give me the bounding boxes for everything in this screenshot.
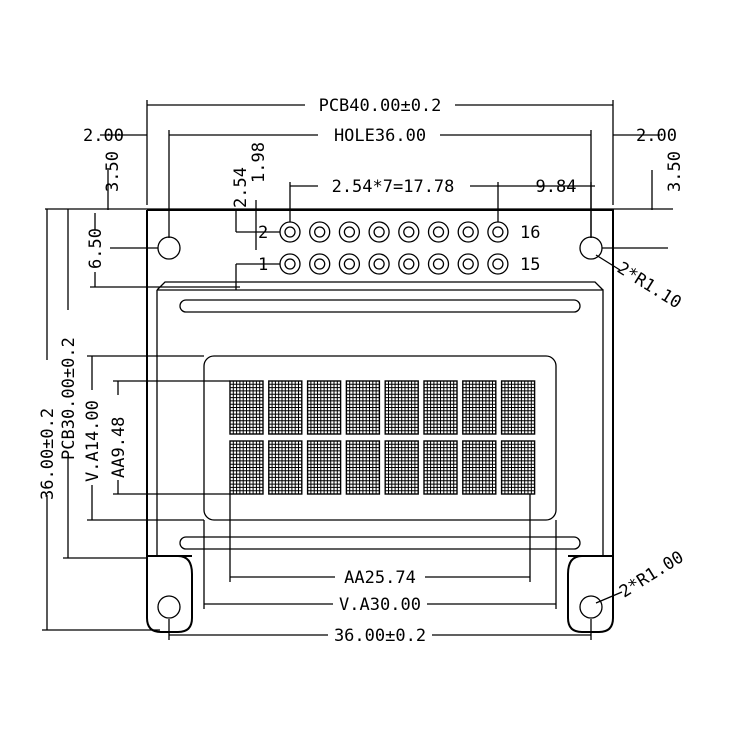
pin-pad (427, 221, 450, 243)
pcb-width-label: PCB40.00±0.2 (319, 96, 442, 116)
dimension-labels: PCB40.00±0.2 HOLE36.00 2.00 2.00 3.50 3.… (38, 96, 687, 646)
character-cell (306, 380, 342, 435)
pin-pad (309, 221, 331, 243)
pcb-height-label: PCB30.00±0.2 (59, 337, 79, 460)
character-cell (229, 380, 264, 435)
pin-pad (427, 253, 450, 275)
character-cell (268, 380, 303, 435)
character-cell (462, 380, 497, 435)
pin-hole (462, 226, 474, 238)
character-cell (500, 440, 536, 495)
pin-number-labels: 2 16 1 15 (258, 223, 540, 275)
pin-hole (373, 258, 385, 270)
hole-spacing-label: HOLE36.00 (334, 126, 426, 146)
outline-height-label: 36.00±0.2 (38, 408, 58, 500)
pin-hole (284, 226, 296, 238)
pin-hole (403, 226, 415, 238)
character-cell (423, 380, 458, 435)
hole-top-right (579, 236, 603, 260)
left-offset-label: 2.00 (83, 126, 124, 146)
pin-hole (403, 258, 415, 270)
aa-height-label: AA9.48 (109, 417, 129, 478)
bottom-slot (179, 536, 581, 550)
pin-label-16: 16 (520, 223, 540, 243)
character-cell (229, 440, 264, 495)
pin-hole (343, 226, 356, 238)
bottom-width-label: 36.00±0.2 (334, 626, 426, 646)
left-top-label: 3.50 (103, 151, 123, 192)
pin-hole (462, 258, 474, 270)
pin-pad (487, 221, 509, 243)
pin-header (279, 221, 509, 275)
pin-pad (457, 253, 479, 275)
dimension-lines (42, 100, 673, 640)
pin-pitch-label: 2.54*7=17.78 (332, 177, 455, 197)
hole-bottom-left (157, 595, 181, 619)
pin-pad (368, 221, 390, 243)
pin-hole (343, 258, 356, 270)
pin-pad (487, 253, 509, 275)
pin-hole (492, 226, 504, 238)
pin-pad (398, 221, 420, 243)
character-cell (423, 440, 458, 495)
character-cell (268, 440, 303, 495)
pin-label-15: 15 (520, 255, 540, 275)
pcb-outline (146, 209, 614, 633)
pin-pad (398, 253, 420, 275)
hole-bottom-right (579, 595, 603, 619)
pin-offset-b-label: 1.98 (249, 142, 269, 183)
va-height-label: V.A14.00 (83, 400, 103, 482)
aa-width-label: AA25.74 (344, 568, 416, 588)
pin-label-1: 1 (258, 255, 268, 275)
pin-label-2: 2 (258, 223, 268, 243)
radius-top-label: 2*R1.10 (613, 258, 684, 313)
pin-hole (432, 226, 445, 238)
radius-bottom-label: 2*R1.00 (616, 547, 687, 602)
right-top-label: 3.50 (665, 151, 685, 192)
pin-pad (338, 221, 361, 243)
character-dot-matrix (229, 380, 536, 495)
pin-hole (314, 258, 326, 270)
pin-hole (314, 226, 326, 238)
pin-hole (492, 258, 504, 270)
character-cell (500, 380, 536, 435)
pin-hole (432, 258, 445, 270)
hole-height-label: 6.50 (86, 228, 106, 269)
character-cell (384, 380, 419, 435)
pin-pad (368, 253, 390, 275)
character-cell (462, 440, 497, 495)
pin-offset-a-label: 2.54 (231, 167, 251, 208)
pin-pad (279, 253, 301, 275)
character-cell (306, 440, 342, 495)
viewing-area (203, 355, 557, 521)
pin-hole (284, 258, 296, 270)
bezel-outline (156, 281, 604, 556)
pin-pad (457, 221, 479, 243)
pin-hole (373, 226, 385, 238)
right-offset-label: 2.00 (636, 126, 677, 146)
pin-pad (338, 253, 361, 275)
top-slot (179, 299, 581, 313)
character-cell (384, 440, 419, 495)
character-cell (345, 440, 381, 495)
hole-top-left (157, 236, 181, 260)
pin-pad (279, 221, 301, 243)
pin-pad (309, 253, 331, 275)
character-cell (345, 380, 381, 435)
va-width-label: V.A30.00 (339, 595, 421, 615)
pin-right-label: 9.84 (536, 177, 577, 197)
